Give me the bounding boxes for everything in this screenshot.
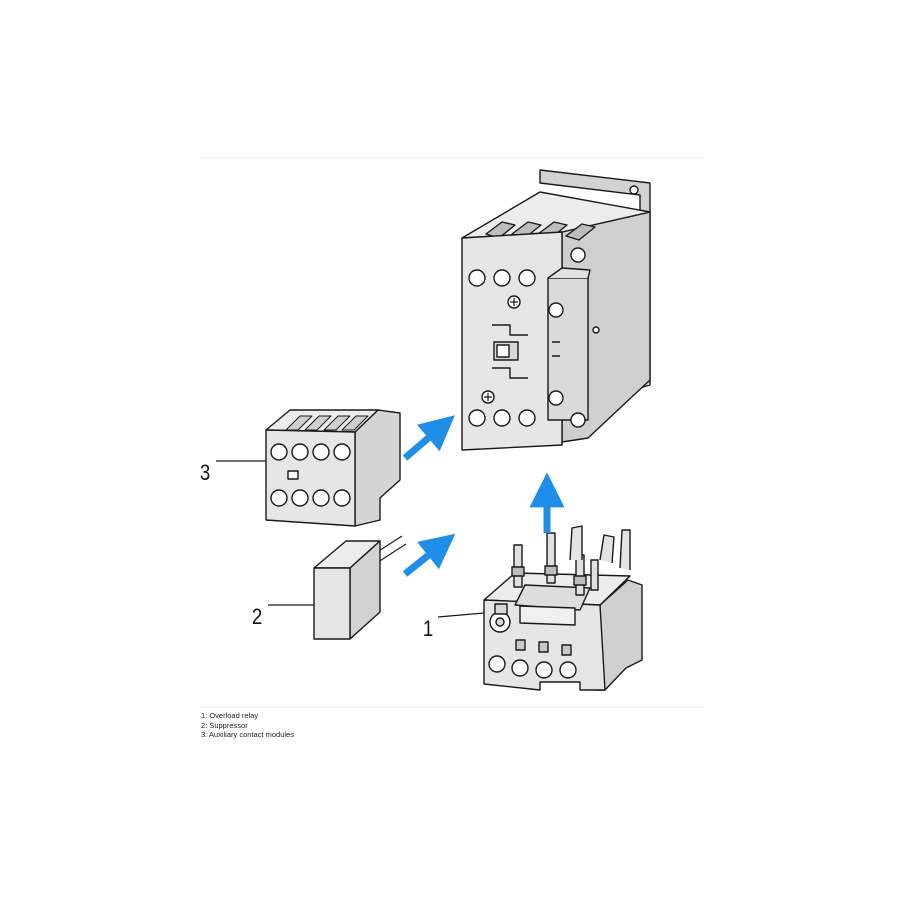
overload-relay (483, 525, 643, 691)
legend-item-aux-contact: 3: Auxiliary contact modules (201, 730, 294, 739)
leader-line-1 (437, 612, 485, 618)
callout-2: 2 (251, 604, 263, 629)
legend: 1: Overload relay 2: Suppressor 3: Auxil… (201, 711, 294, 740)
legend-item-suppressor: 2: Suppressor (201, 720, 248, 730)
legend-item-overload-relay: 1: Overload relay (201, 711, 259, 720)
callout-3: 3 (199, 460, 211, 485)
aux-contact-module (265, 409, 401, 527)
arrow-suppressor-to-contactor (402, 533, 456, 577)
contactor (461, 169, 651, 451)
arrow-aux-to-contactor (402, 415, 455, 461)
assembly-arrows (402, 415, 565, 577)
callout-1: 1 (422, 616, 434, 641)
suppressor (313, 535, 407, 640)
